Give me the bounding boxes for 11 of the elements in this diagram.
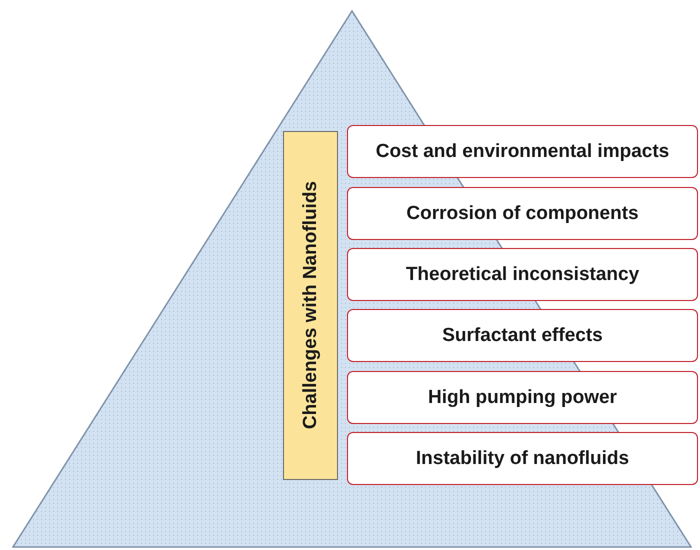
challenge-text: High pumping power <box>428 386 617 408</box>
challenge-text: Theoretical inconsistancy <box>406 264 640 286</box>
challenge-text: Corrosion of components <box>406 202 639 224</box>
challenge-box <box>347 187 698 240</box>
challenge-box <box>347 125 698 178</box>
challenge-text: Cost and environmental impacts <box>376 140 670 162</box>
challenge-text: Instability of nanofluids <box>416 448 630 470</box>
challenge-text: Surfactant effects <box>442 324 603 346</box>
heading-text: Challenges with Nanofluids <box>300 181 322 430</box>
challenge-box <box>347 248 698 301</box>
heading-bar <box>283 131 338 480</box>
